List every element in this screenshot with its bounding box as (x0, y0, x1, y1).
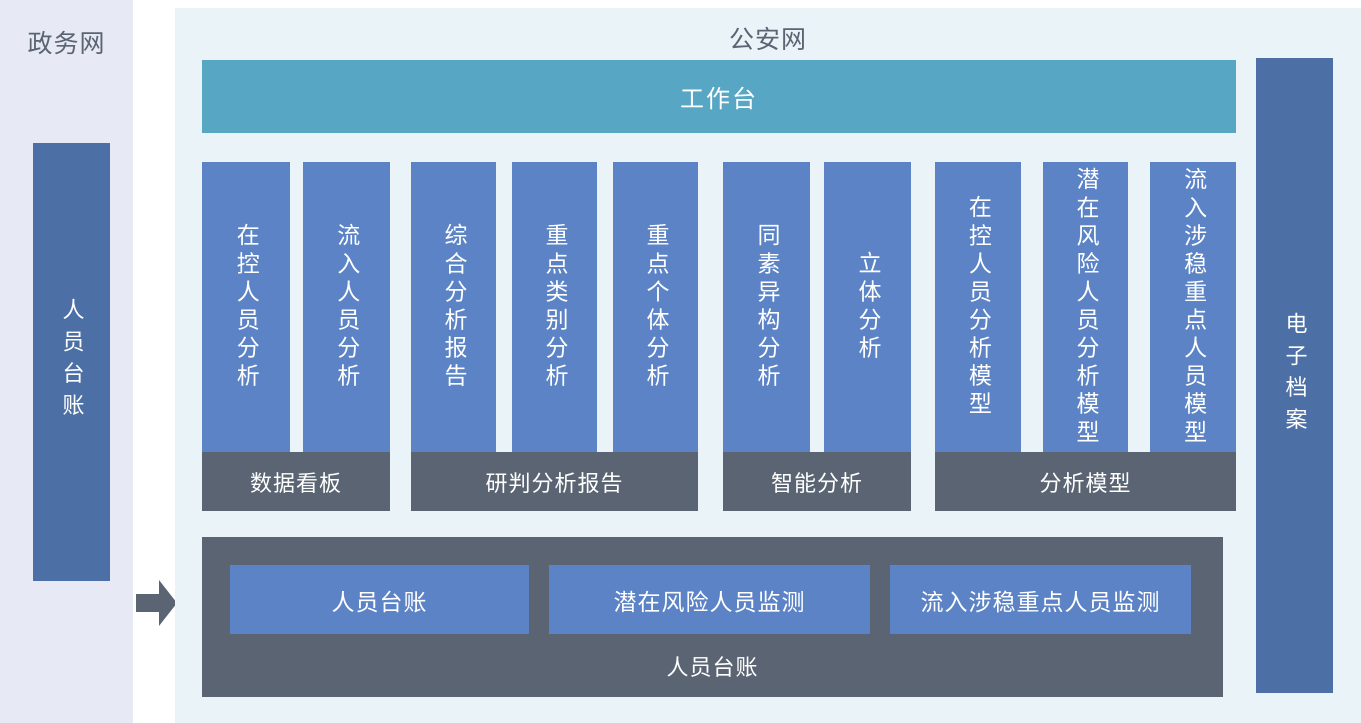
group-footer-intelligent-analysis: 智能分析 (723, 452, 911, 511)
workbench-label: 工作台 (680, 86, 758, 113)
gov-personnel-ledger-bar: 人员台账 (33, 143, 110, 581)
group-analysis-models: 在控人员分析模型 潜在风险人员分析模型 流入涉稳重点人员模型 分析模型 (935, 162, 1237, 519)
module-controlled-personnel-analysis: 在控人员分析 (202, 162, 290, 452)
group-footer-analysis-models: 分析模型 (935, 452, 1236, 511)
group-footer-analysis-reports: 研判分析报告 (411, 452, 698, 511)
gov-network-title: 政务网 (27, 30, 106, 58)
gov-personnel-ledger-label: 人员台账 (59, 298, 85, 426)
module-label: 流入涉稳重点人员模型 (1180, 166, 1207, 448)
module-key-individual-analysis: 重点个体分析 (613, 162, 698, 452)
police-network-title: 公安网 (728, 26, 807, 54)
group-columns: 在控人员分析模型 潜在风险人员分析模型 流入涉稳重点人员模型 (935, 162, 1237, 452)
module-isomer-analysis: 同素异构分析 (723, 162, 810, 452)
group-columns: 在控人员分析 流入人员分析 (202, 162, 390, 452)
group-analysis-reports: 综合分析报告 重点类别分析 重点个体分析 研判分析报告 (411, 162, 698, 519)
module-label: 在控人员分析模型 (965, 194, 992, 420)
module-inflow-key-personnel-model: 流入涉稳重点人员模型 (1150, 162, 1237, 452)
police-network-panel: 公安网 工作台 在控人员分析 流入人员分析 数据看板 综合分析报告 (175, 8, 1361, 723)
flow-arrow-icon (136, 580, 177, 626)
module-label: 流入人员分析 (333, 222, 360, 392)
personnel-ledger-button: 人员台账 (230, 565, 529, 634)
group-intelligent-analysis: 同素异构分析 立体分析 智能分析 (723, 162, 911, 519)
group-data-dashboard: 在控人员分析 流入人员分析 数据看板 (202, 162, 390, 519)
module-label: 重点类别分析 (542, 222, 568, 392)
group-footer-data-dashboard: 数据看板 (202, 452, 390, 511)
potential-risk-monitoring-button: 潜在风险人员监测 (549, 565, 870, 634)
inflow-key-personnel-monitoring-button: 流入涉稳重点人员监测 (890, 565, 1191, 634)
module-potential-risk-personnel-analysis-model: 潜在风险人员分析模型 (1042, 162, 1129, 452)
workbench-bar: 工作台 (202, 60, 1236, 133)
module-label: 综合分析报告 (441, 222, 467, 392)
personnel-ledger-panel: 人员台账 潜在风险人员监测 流入涉稳重点人员监测 人员台账 (202, 537, 1223, 697)
module-label: 重点个体分析 (643, 222, 669, 392)
module-label: 立体分析 (855, 250, 881, 364)
gov-network-panel: 政务网 人员台账 (0, 0, 133, 723)
module-inflow-personnel-analysis: 流入人员分析 (302, 162, 390, 452)
ledger-button-row: 人员台账 潜在风险人员监测 流入涉稳重点人员监测 (202, 537, 1223, 634)
group-columns: 同素异构分析 立体分析 (723, 162, 911, 452)
electronic-archive-bar: 电子档案 (1256, 58, 1333, 693)
group-columns: 综合分析报告 重点类别分析 重点个体分析 (411, 162, 698, 452)
module-controlled-personnel-analysis-model: 在控人员分析模型 (935, 162, 1021, 452)
electronic-archive-label: 电子档案 (1282, 311, 1308, 440)
module-label: 潜在风险人员分析模型 (1073, 166, 1099, 448)
module-key-category-analysis: 重点类别分析 (512, 162, 597, 452)
module-stereo-analysis: 立体分析 (824, 162, 911, 452)
personnel-ledger-panel-label: 人员台账 (666, 654, 759, 680)
module-label: 在控人员分析 (233, 222, 260, 392)
module-label: 同素异构分析 (754, 222, 780, 392)
module-comprehensive-analysis-report: 综合分析报告 (411, 162, 496, 452)
